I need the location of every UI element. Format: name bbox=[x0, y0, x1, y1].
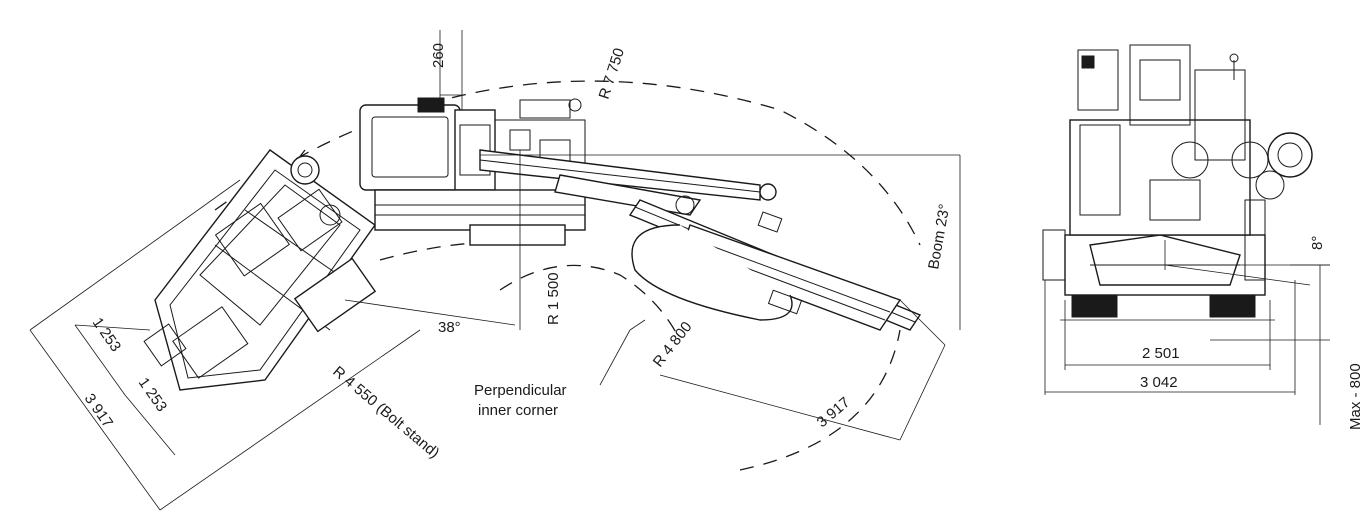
dim-1253-a bbox=[74, 324, 126, 396]
label-angle-8: 8° bbox=[1309, 236, 1326, 250]
left-track bbox=[1071, 294, 1118, 318]
label-r7750: R 7 750 bbox=[596, 46, 628, 101]
label-inner-corner: inner corner bbox=[478, 402, 558, 419]
radius-4800-arc bbox=[739, 329, 901, 471]
callout-leader bbox=[599, 329, 631, 386]
turret bbox=[359, 97, 586, 246]
label-r1500: R 1 500 bbox=[545, 272, 562, 325]
dim-1253-b bbox=[124, 394, 176, 456]
outer-radius-arc bbox=[214, 80, 921, 246]
carrier-body bbox=[143, 149, 377, 391]
label-1253-b: 1 253 bbox=[135, 375, 170, 416]
label-r4550: R 4 550 (Bolt stand) bbox=[329, 363, 442, 462]
label-max-800: Max - 800 bbox=[1347, 363, 1364, 430]
radius-4550-arc bbox=[499, 264, 681, 341]
top-view: R 7 750 260 Boom 23° R 1 500 38° R 4 800… bbox=[29, 30, 961, 511]
boom-arm bbox=[479, 149, 922, 331]
label-3042: 3 042 bbox=[1140, 374, 1178, 391]
label-boom-23: Boom 23° bbox=[925, 203, 953, 271]
label-2501: 2 501 bbox=[1142, 345, 1180, 362]
right-track bbox=[1209, 294, 1256, 318]
label-perpendicular: Perpendicular bbox=[474, 382, 567, 399]
label-1253-a: 1 253 bbox=[89, 315, 124, 356]
dim-3917-right bbox=[659, 374, 901, 441]
dim-3917-left bbox=[29, 329, 161, 511]
angle-38-line bbox=[344, 299, 516, 326]
label-3917-left: 3 917 bbox=[81, 391, 116, 432]
front-view: 8° 2 501 3 042 Max - 800 bbox=[1042, 44, 1364, 430]
label-260: 260 bbox=[430, 43, 447, 68]
label-angle-38: 38° bbox=[438, 319, 461, 336]
